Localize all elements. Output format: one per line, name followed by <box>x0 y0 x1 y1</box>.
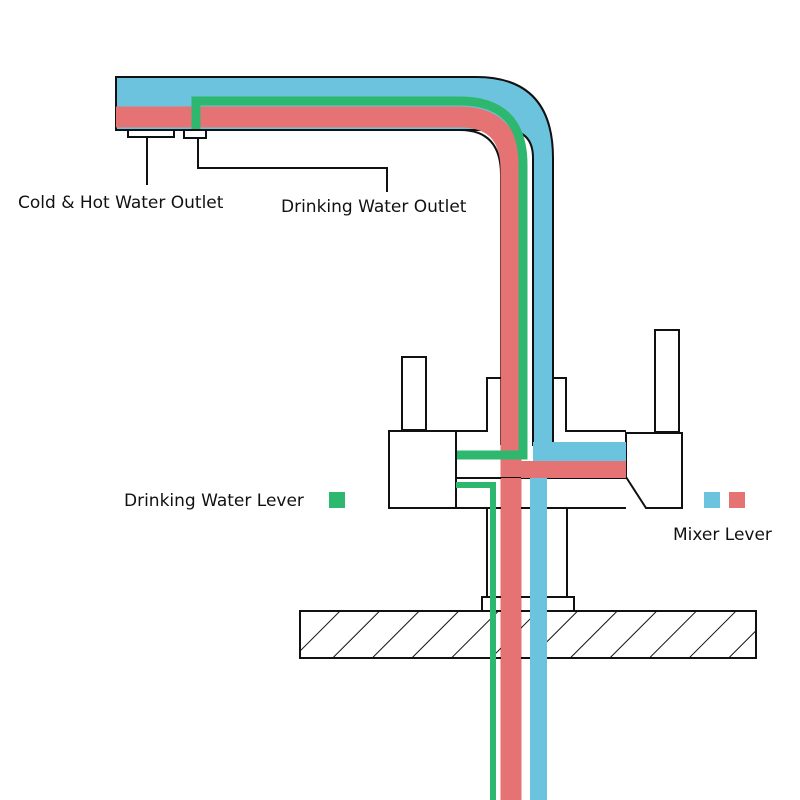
mixer-lever-label: Mixer Lever <box>673 525 772 545</box>
drinking-lever-label: Drinking Water Lever <box>124 491 304 511</box>
spout-inner-outline <box>116 129 502 445</box>
mixer-hot-swatch <box>729 492 745 508</box>
drinking-lever-swatch <box>329 492 345 508</box>
spout-drinking-water <box>191 96 528 460</box>
mixer-cold-swatch <box>704 492 720 508</box>
cold-supply-pipe <box>530 478 547 800</box>
cold-hot-outlet-label: Cold & Hot Water Outlet <box>18 193 224 213</box>
mixer-cold-channel <box>533 442 626 461</box>
drinking-outlet-leader <box>197 138 388 192</box>
drinking-lever-housing <box>388 430 457 509</box>
countertop <box>299 610 757 659</box>
drinking-lever-handle <box>401 356 427 431</box>
cold-hot-outlet-nozzle <box>127 129 175 138</box>
drinking-outlet-label: Drinking Water Outlet <box>281 197 467 217</box>
hot-supply-pipe <box>501 478 521 800</box>
mixer-lever-handle <box>654 329 680 433</box>
mixer-lever-housing <box>625 432 683 509</box>
drinking-outlet-nozzle <box>183 129 207 139</box>
spout-hot-water <box>116 106 522 800</box>
drinking-supply-pipe <box>456 482 496 800</box>
faucet-stem-outline <box>481 508 575 611</box>
mixer-hot-channel <box>521 461 626 478</box>
